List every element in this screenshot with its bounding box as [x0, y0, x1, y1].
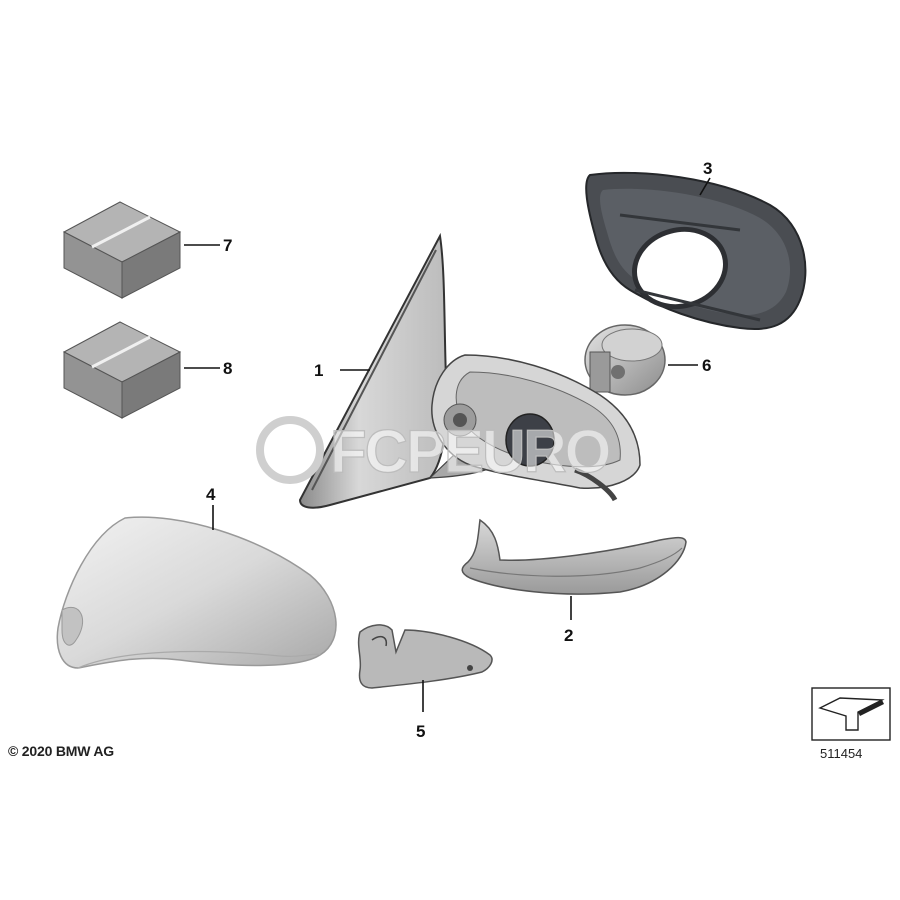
callout-7: 7	[223, 236, 232, 255]
part-8-box	[62, 321, 182, 419]
callout-3: 3	[703, 159, 712, 178]
callout-8: 8	[223, 359, 232, 378]
part-7-box	[62, 201, 182, 299]
callout-4: 4	[206, 485, 216, 504]
part-4-mirror-cap	[56, 516, 337, 669]
watermark-text: FCPEURO	[330, 418, 610, 485]
leader-line-3	[699, 177, 711, 196]
reference-number: 511454	[820, 746, 863, 761]
part-6-motor	[584, 324, 666, 396]
callout-6: 6	[702, 356, 711, 375]
callout-1: 1	[314, 361, 323, 380]
part-3-mirror-frame	[585, 171, 807, 330]
reference-arrow-icon	[811, 687, 891, 741]
copyright-notice: © 2020 BMW AG	[8, 743, 114, 759]
watermark: FCPEURO	[256, 416, 612, 486]
part-5-bracket	[357, 624, 493, 689]
callout-5: 5	[416, 722, 425, 741]
part-1-mirror-base	[298, 232, 641, 509]
part-2-lower-trim	[461, 518, 687, 595]
callout-2: 2	[564, 626, 573, 645]
